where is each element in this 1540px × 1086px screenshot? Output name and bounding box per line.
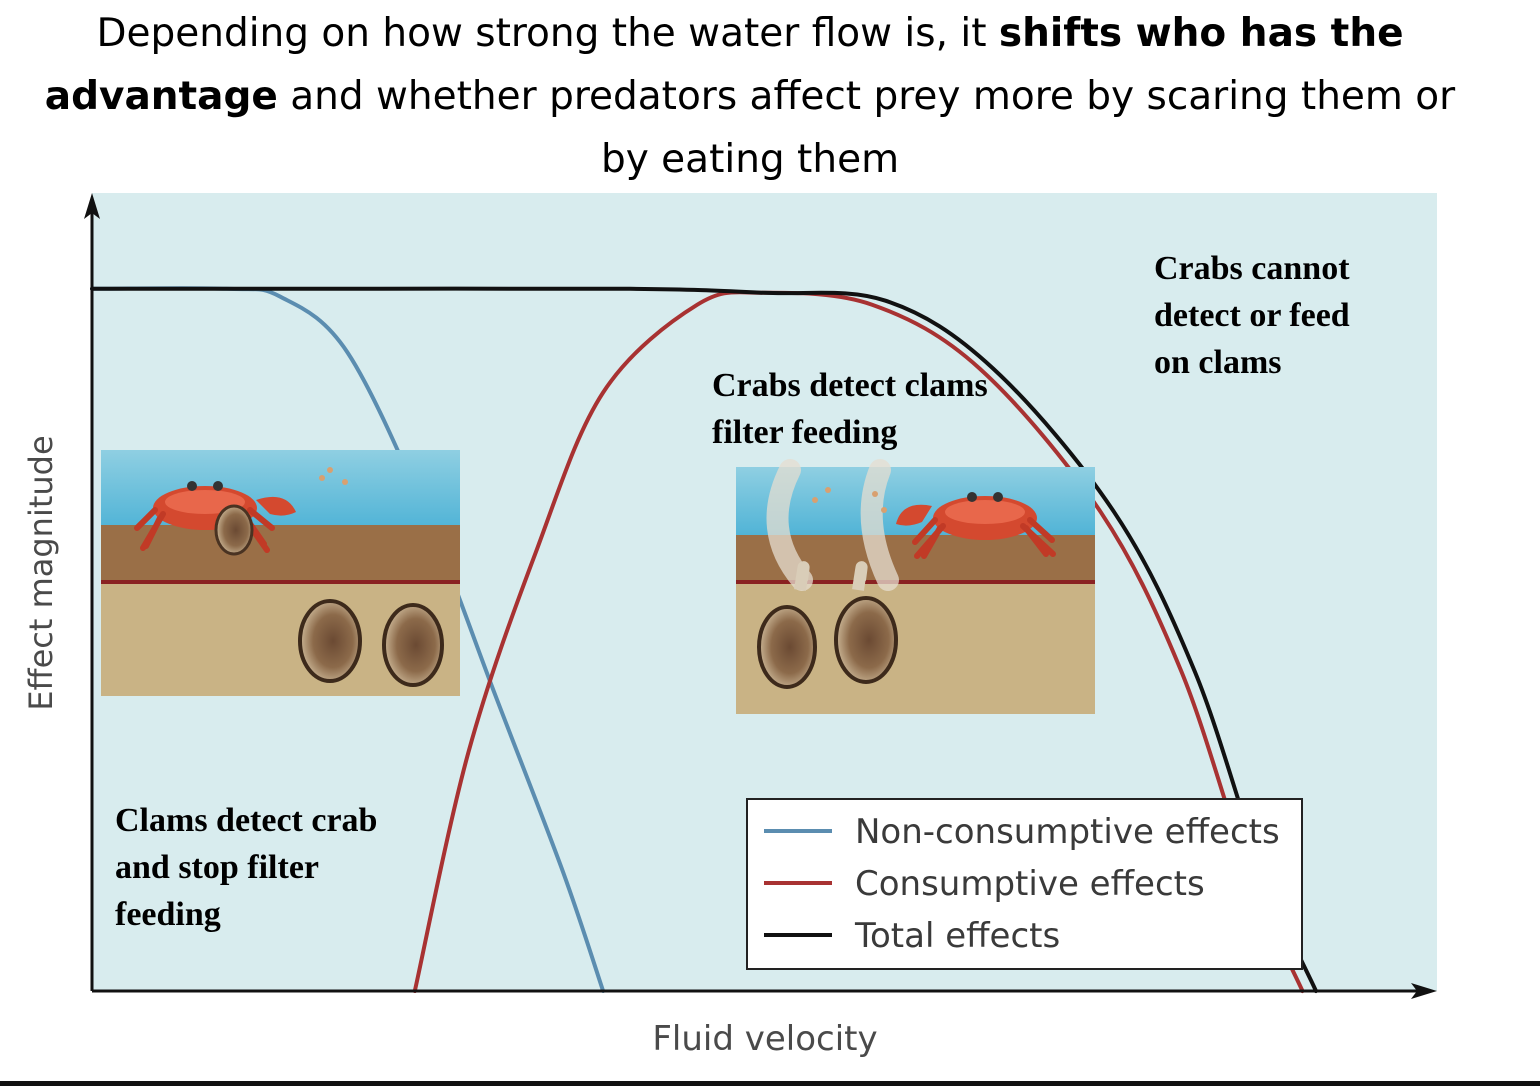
- y-axis-label: Effect magnitude: [22, 435, 60, 710]
- annotation-mid-flow: Crabs detect clams filter feeding: [712, 362, 988, 456]
- clam-icon: [214, 504, 254, 556]
- y-axis-arrow-icon: [84, 193, 100, 219]
- crab-near-clams-illustration: [101, 450, 460, 696]
- annotation-line: Crabs detect clams: [712, 367, 988, 404]
- crab-icon: [896, 492, 1056, 559]
- series-line-total: [90, 286, 1318, 993]
- axes: [84, 193, 1437, 999]
- x-axis-label: Fluid velocity: [652, 1019, 877, 1059]
- clam-icon: [382, 603, 444, 687]
- x-axis-arrow-icon: [1411, 983, 1437, 999]
- clam-icon: [834, 596, 898, 684]
- legend-label-total: Total effects: [854, 916, 1060, 956]
- annotation-line: filter feeding: [712, 414, 898, 451]
- clams-filter-feeding-illustration: [736, 459, 1095, 714]
- annotation-high-flow: Crabs cannot detect or feed on clams: [1154, 245, 1350, 386]
- slide-title: Depending on how strong the water flow i…: [20, 2, 1480, 191]
- annotation-line: and stop filter: [115, 849, 319, 886]
- annotation-low-flow: Clams detect crab and stop filter feedin…: [115, 797, 377, 938]
- title-part: shifts who has the advantage: [44, 11, 1404, 119]
- annotation-line: Crabs cannot: [1154, 250, 1350, 287]
- annotation-line: Clams detect crab: [115, 802, 378, 839]
- annotation-line: on clams: [1154, 344, 1282, 381]
- slide-bottom-rule: [0, 1081, 1540, 1086]
- legend-label-non-consumptive: Non-consumptive effects: [855, 812, 1280, 852]
- legend-label-consumptive: Consumptive effects: [855, 864, 1205, 904]
- clam-icon: [757, 605, 817, 689]
- annotation-line: feeding: [115, 896, 221, 933]
- clam-icon: [298, 599, 362, 683]
- legend-box: [746, 798, 1303, 970]
- annotation-line: detect or feed: [1154, 297, 1350, 334]
- title-part: Depending on how strong the water flow i…: [96, 11, 999, 56]
- title-part: and whether predators affect prey more b…: [277, 74, 1456, 182]
